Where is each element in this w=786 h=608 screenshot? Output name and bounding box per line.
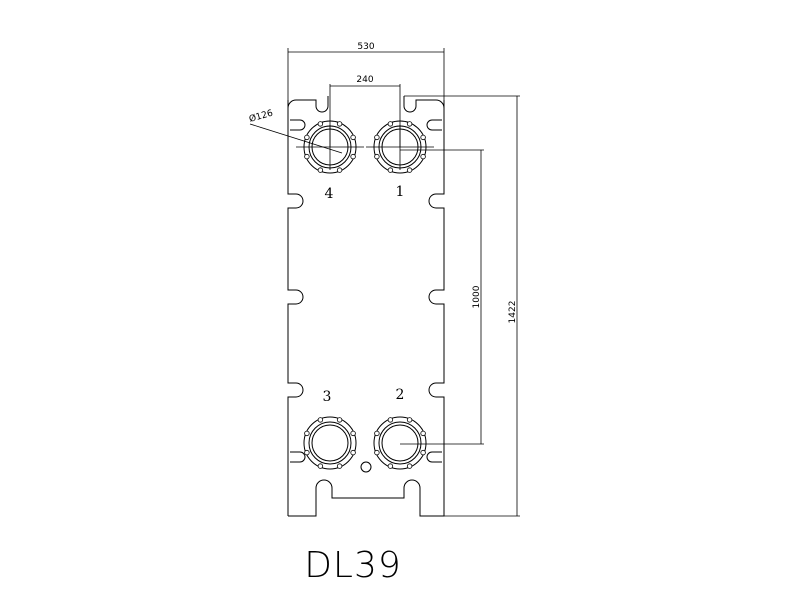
dim-overall-height-label: 1422 [508,301,518,324]
dim-port-spacing-h [329,84,401,147]
bolt-hole [317,121,324,127]
bolt-hole [420,430,426,437]
bolt-hole [304,134,310,141]
dim-port-diameter [249,123,434,170]
bolt-hole [406,463,413,469]
bolt-hole [317,463,324,469]
port-label-1: 1 [396,184,405,200]
bolt-hole [374,449,380,456]
bolt-hole [406,417,413,423]
drain-hole [360,461,372,473]
bolt-hole [350,430,356,437]
plate-top-edge [287,96,445,113]
bolt-hole [387,417,394,423]
bolt-hole [304,449,310,456]
bolt-hole [374,134,380,141]
bolt-hole [350,449,356,456]
bolt-hole [336,121,343,127]
bolt-hole [387,121,394,127]
dim-port-spacing-v-label: 1000 [472,285,482,308]
dim-overall-height [404,95,520,517]
bolt-hole [336,167,343,173]
bolt-hole [336,417,343,423]
bolt-hole [304,153,310,160]
plate-right-edge [428,100,445,516]
bottom-right-slot [426,451,442,463]
plate-left-edge [287,100,304,516]
bolt-hole [374,153,380,160]
bolt-hole [317,167,324,173]
bolt-hole [374,430,380,437]
port-2-group [373,416,427,470]
bolt-hole [420,449,426,456]
bolt-hole [304,430,310,437]
dim-port-spacing-h-label: 240 [356,75,373,85]
port-3-group [303,416,357,470]
model-label: DL39 [304,545,402,586]
bolt-hole [336,463,343,469]
bolt-hole [387,463,394,469]
port-label-3: 3 [323,389,332,405]
plate-outline [287,400,445,517]
port-label-4: 4 [325,186,334,202]
dim-port-diameter-label: Ø126 [248,108,275,125]
bolt-holes [304,121,426,469]
dim-overall-width-label: 530 [357,42,374,52]
port-label-2: 2 [396,387,405,403]
bolt-hole [406,121,413,127]
dim-overall-width [287,48,445,100]
bolt-hole [406,167,413,173]
bolt-hole [387,167,394,173]
bolt-hole [350,134,356,141]
bolt-hole [420,134,426,141]
top-right-slot [426,119,442,131]
bolt-hole [317,417,324,423]
bolt-hole [350,153,356,160]
top-left-slot [290,119,306,131]
dim-port-spacing-v [400,149,484,445]
bolt-hole [420,153,426,160]
bottom-left-slot [290,451,306,463]
